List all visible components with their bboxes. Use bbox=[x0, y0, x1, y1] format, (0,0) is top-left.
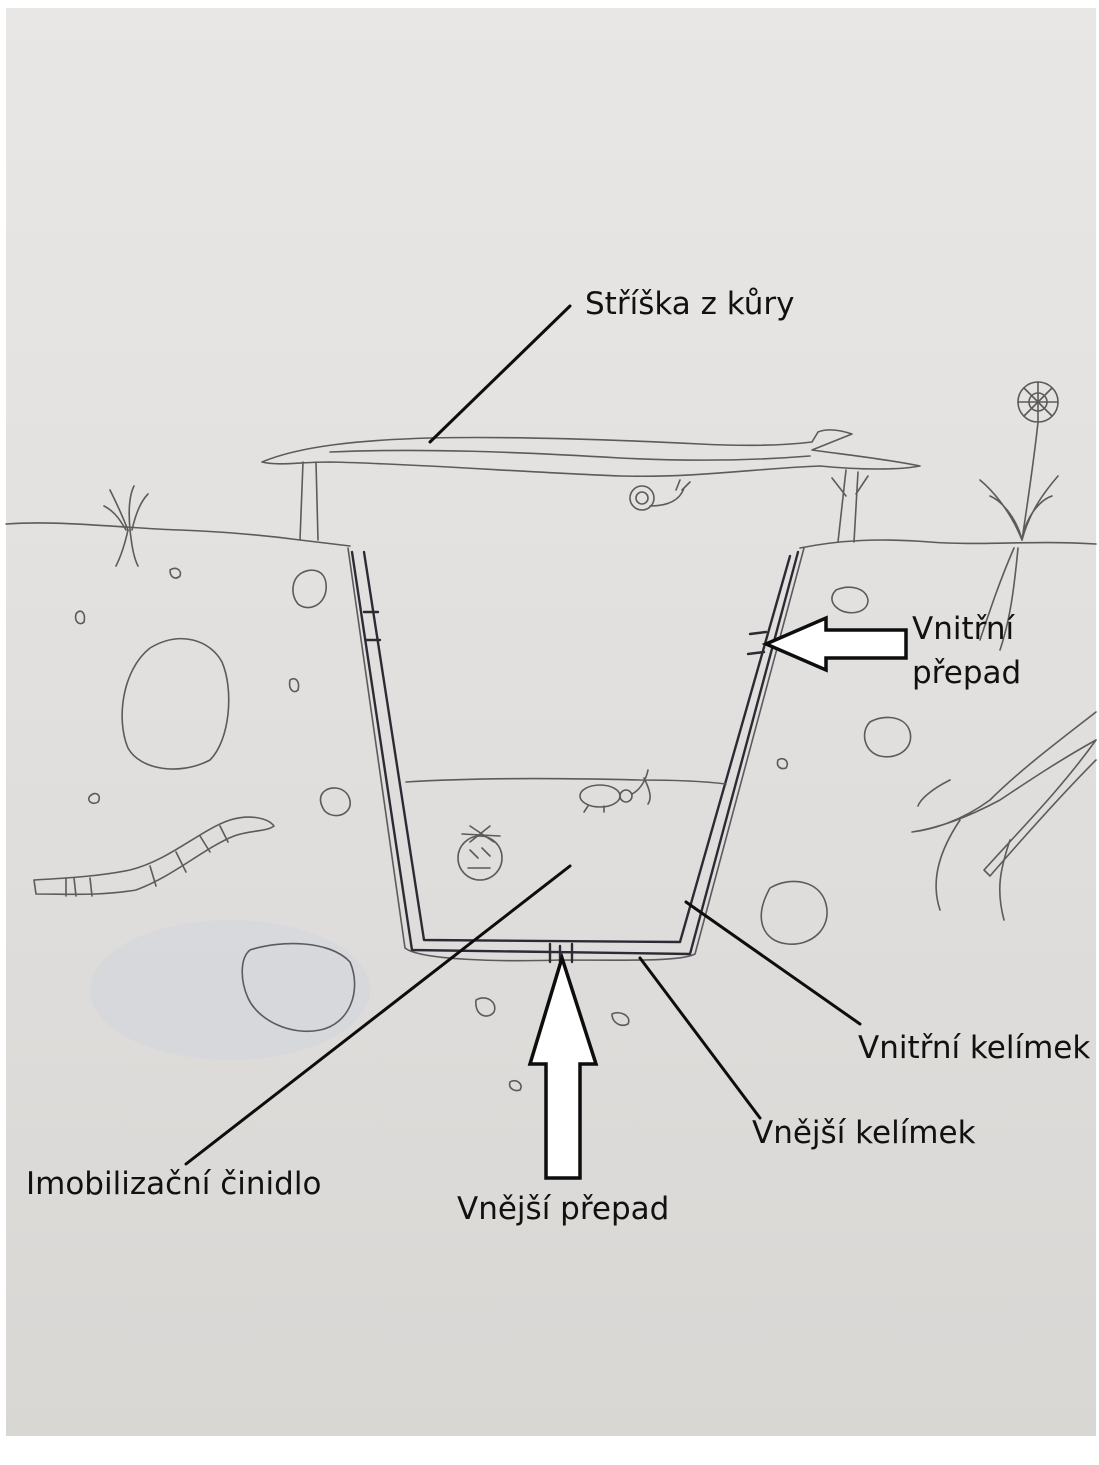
inner-cup bbox=[364, 552, 790, 942]
inner-overflow-label-line1: Vnitřní bbox=[912, 607, 1014, 651]
inner-overflow-arrow bbox=[766, 618, 906, 670]
soil-stone bbox=[293, 570, 326, 607]
soil-stone bbox=[865, 717, 911, 756]
inner-overflow-marks bbox=[364, 612, 766, 654]
bark-roof bbox=[262, 430, 920, 476]
earthworm bbox=[34, 817, 274, 894]
roof-post-right bbox=[832, 470, 868, 542]
soil-stone bbox=[761, 881, 827, 944]
immobilizer-label: Imobilizační činidlo bbox=[26, 1162, 321, 1206]
tree-root-fine bbox=[918, 780, 1010, 920]
outer-cup-leader-line bbox=[640, 958, 760, 1118]
soil-pebble bbox=[777, 759, 787, 769]
pit-outline bbox=[348, 548, 804, 961]
soil-stone bbox=[320, 788, 350, 816]
soil-stone bbox=[832, 587, 868, 613]
paper-stain bbox=[90, 920, 370, 1060]
outer-cup-label: Vnější kelímek bbox=[752, 1111, 976, 1155]
inner-cup-label: Vnitřní kelímek bbox=[858, 1026, 1090, 1070]
roof-post-left bbox=[300, 462, 318, 540]
beetle-icon bbox=[580, 770, 650, 812]
inner-overflow-label-line2: přepad bbox=[912, 651, 1021, 695]
ground-surface-right bbox=[800, 540, 1096, 548]
tree-root bbox=[912, 712, 1096, 876]
drowned-insect-icon bbox=[458, 826, 502, 880]
roof-leader-line bbox=[430, 306, 570, 442]
roof-label: Stříška z kůry bbox=[585, 282, 794, 326]
outer-cup bbox=[352, 552, 798, 954]
bark-texture bbox=[330, 450, 810, 460]
soil-stone bbox=[122, 639, 229, 769]
outer-overflow-label: Vnější přepad bbox=[457, 1187, 669, 1231]
snail-icon bbox=[630, 480, 690, 510]
inner-cup-leader-line bbox=[686, 902, 860, 1024]
ground-surface-left bbox=[6, 523, 350, 546]
outer-overflow-arrow bbox=[530, 958, 596, 1178]
liquid-surface bbox=[406, 779, 726, 784]
